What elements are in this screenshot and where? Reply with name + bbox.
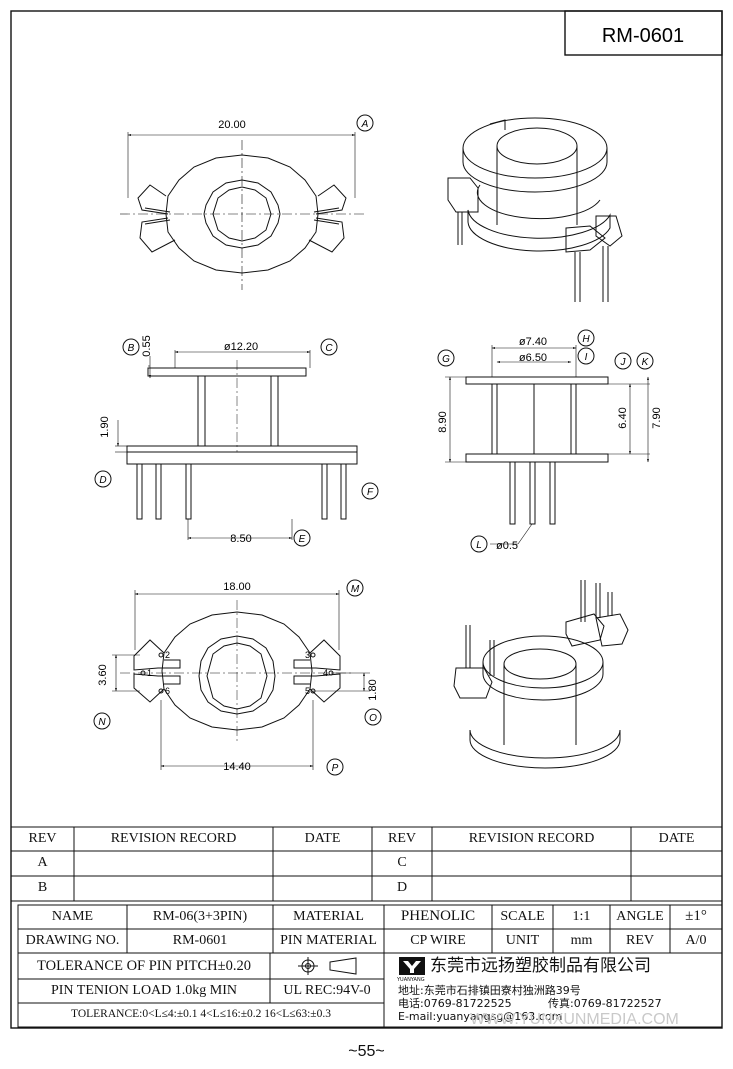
marker-h: H <box>582 334 590 345</box>
dim-bottom-width: 18.00 <box>223 581 251 593</box>
dim-pin-row-gap: 3.60 <box>97 664 109 685</box>
iso-view-lower <box>453 580 629 769</box>
page-number: ~55~ <box>348 1043 385 1060</box>
rev-row-d: D <box>396 880 408 895</box>
tolerance-pitch: TOLERANCE OF PIN PITCH±0.20 <box>37 958 251 974</box>
dim-inner-height: 6.40 <box>617 407 629 428</box>
part-number-box <box>564 10 723 56</box>
unit-label: UNIT <box>505 933 540 948</box>
pin-label-4: 4 <box>323 668 328 678</box>
name-label: NAME <box>51 909 94 924</box>
marker-a: A <box>361 119 369 130</box>
pin-label-3: 3 <box>305 650 310 660</box>
rev-row-a: A <box>37 855 48 870</box>
marker-k: K <box>642 357 650 368</box>
material-label: MATERIAL <box>293 909 364 924</box>
marker-o: O <box>369 713 377 724</box>
pin-material-value: CP WIRE <box>410 933 466 948</box>
rev-label: REV <box>626 933 654 948</box>
ul-rec: UL REC:94V-0 <box>283 983 371 998</box>
marker-i: I <box>585 352 588 363</box>
projection-symbol <box>298 957 357 975</box>
angle-label: ANGLE <box>616 909 664 924</box>
marker-m: M <box>351 584 360 595</box>
front-view <box>445 345 650 545</box>
dim-base-thk: 1.90 <box>99 416 111 437</box>
name-value: RM-06(3+3PIN) <box>152 909 248 924</box>
scale-value: 1:1 <box>572 909 591 924</box>
bottom-view <box>112 590 370 770</box>
company-email: E-mail:yuanyangsg@163.com <box>398 1010 563 1023</box>
watermark: WWW.YUNXUNMEDIA.COM <box>470 1011 679 1028</box>
pin-material-label: PIN MATERIAL <box>280 933 377 948</box>
rev-row-c: C <box>397 855 407 870</box>
drawing-no-label: DRAWING NO. <box>25 933 120 948</box>
rev-header-1: REV <box>28 831 57 846</box>
marker-n: N <box>98 717 106 728</box>
part-number: RM-0601 <box>602 25 684 47</box>
marker-f: F <box>367 487 374 498</box>
date-header-2: DATE <box>658 831 695 846</box>
pin-label-5: 5 <box>305 686 310 696</box>
pin-label-1: 1 <box>147 668 152 678</box>
revision-table <box>10 826 723 902</box>
company-logo <box>399 957 425 975</box>
reference-markers: A B C D E F G H I J K L M N O P <box>93 114 654 776</box>
scale-label: SCALE <box>500 909 545 924</box>
rev-value: A/0 <box>685 933 707 948</box>
marker-l: L <box>476 540 482 551</box>
dim-outer-dia: ø7.40 <box>519 336 547 348</box>
brand-name: YUANYANG <box>397 977 425 983</box>
title-block-grid <box>17 904 723 1028</box>
pin-tension: PIN TENION LOAD 1.0kg MIN <box>50 983 237 998</box>
marker-d: D <box>99 475 106 486</box>
marker-b: B <box>128 343 135 354</box>
angle-value: ±1° <box>685 908 707 924</box>
dim-outer-height: 7.90 <box>651 407 663 428</box>
revision-record-header-1: REVISION RECORD <box>110 831 237 846</box>
marker-e: E <box>299 534 306 545</box>
company-address: 地址:东莞市石排镇田寮村独洲路39号 <box>398 984 581 997</box>
dim-flange-dia: ø12.20 <box>224 341 258 353</box>
side-view <box>115 350 358 540</box>
top-view <box>120 132 364 290</box>
rev-row-b: B <box>37 880 48 895</box>
dim-flange-thk: 0.55 <box>141 335 153 356</box>
marker-j: J <box>620 357 627 368</box>
unit-value: mm <box>570 933 593 948</box>
dim-bottom-span: 14.40 <box>223 761 251 773</box>
pin-label-2: 2 <box>165 650 170 660</box>
marker-c: C <box>325 343 333 354</box>
date-header-1: DATE <box>304 831 341 846</box>
dim-pin-span: 8.50 <box>230 533 251 545</box>
sheet-border <box>10 10 723 1029</box>
company-phone: 电话:0769-81722525 <box>398 997 512 1010</box>
company-fax: 传真:0769-81722527 <box>548 997 662 1010</box>
dim-pin-offset: 1.80 <box>367 679 379 700</box>
rev-header-2: REV <box>388 831 416 846</box>
dim-height-total: 8.90 <box>437 411 449 432</box>
company-name: 东莞市远扬塑胶制品有限公司 <box>430 956 651 976</box>
material-value: PHENOLIC <box>400 908 476 924</box>
iso-view-upper <box>447 117 623 302</box>
dim-top-width: 20.00 <box>218 119 246 131</box>
drawing-no-value: RM-0601 <box>172 933 228 948</box>
dim-pin-dia: ø0.5 <box>496 540 518 552</box>
dim-inner-dia: ø6.50 <box>519 352 547 364</box>
marker-p: P <box>332 763 339 774</box>
marker-g: G <box>442 354 450 365</box>
pin-label-6: 6 <box>165 686 170 696</box>
revision-record-header-2: REVISION RECORD <box>468 831 595 846</box>
tolerance-ranges: TOLERANCE:0<L≤4:±0.1 4<L≤16:±0.2 16<L≤63… <box>71 1008 331 1020</box>
